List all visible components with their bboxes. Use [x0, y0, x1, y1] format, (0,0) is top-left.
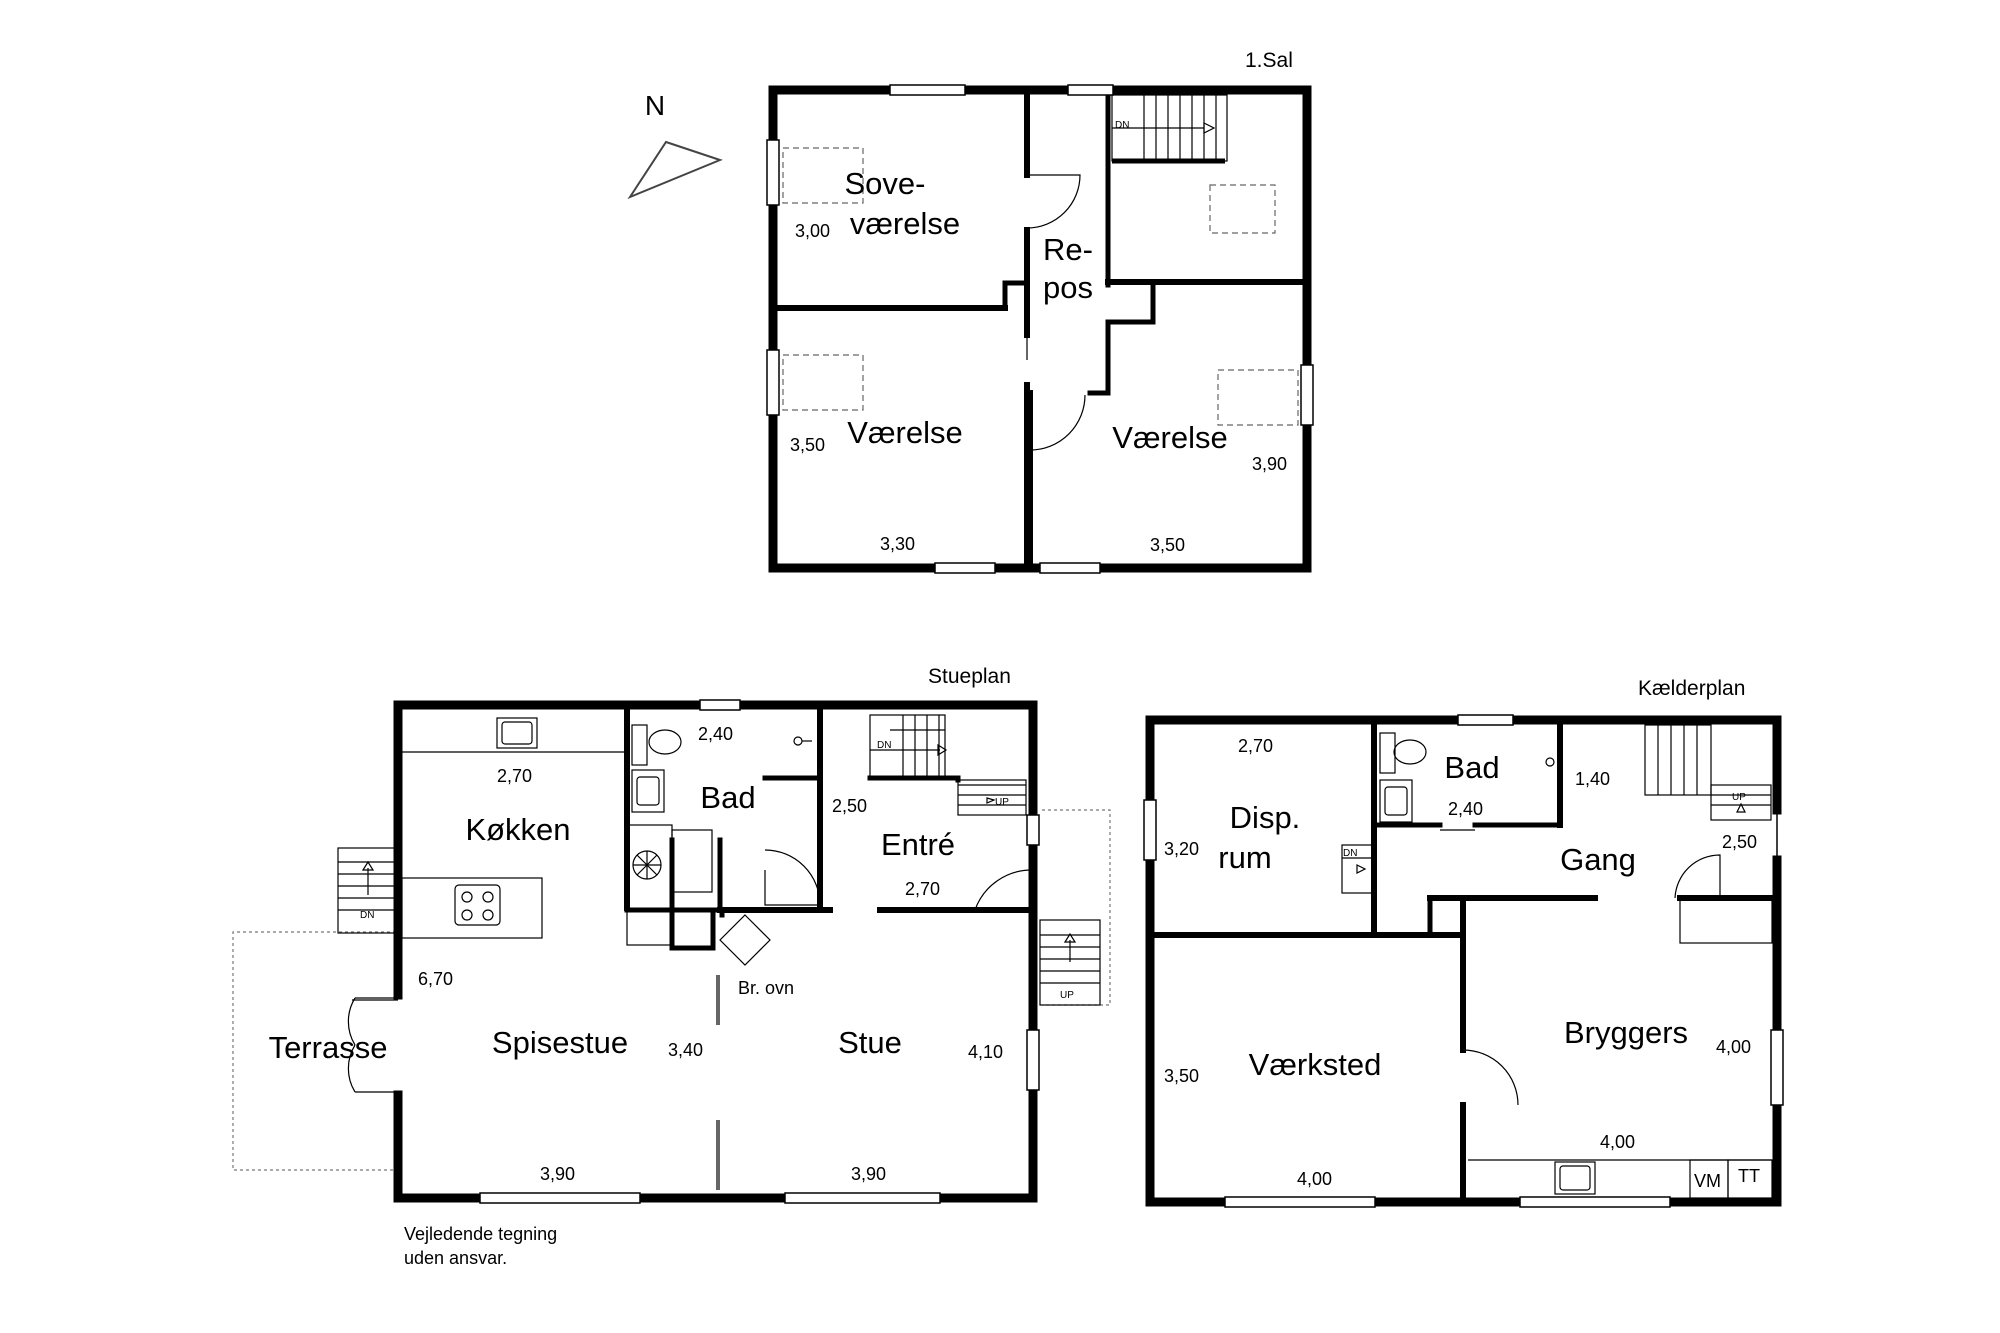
disp-label-line1: Disp. — [1230, 800, 1301, 835]
ground-floor-plan: Stueplan DN — [232, 665, 1111, 1268]
workshop-depth: 3,50 — [1164, 1066, 1199, 1086]
ground-bath-width: 2,40 — [698, 724, 733, 744]
basement-stair-dn-label: DN — [1343, 848, 1357, 859]
room-right-depth: 3,90 — [1252, 454, 1287, 474]
first-floor-title: 1.Sal — [1245, 49, 1293, 72]
basement-windows — [1143, 714, 1784, 1208]
outside-stair-label: UP — [1060, 990, 1074, 1001]
workshop-width: 4,00 — [1297, 1169, 1332, 1189]
basement-doors — [1462, 854, 1721, 1106]
utility-fixtures — [1468, 897, 1773, 1199]
stove-icon — [716, 914, 771, 1190]
disp-label-line2: rum — [1218, 840, 1271, 875]
first-floor-stair-label: DN — [1115, 120, 1129, 131]
first-floor-stair: DN — [1111, 94, 1228, 164]
ground-floor-doors — [347, 849, 1034, 1093]
disclaimer-line1: Vejledende tegning — [404, 1224, 557, 1244]
entry-label: Entré — [881, 827, 955, 862]
terrace-stair-label: DN — [360, 910, 374, 921]
living-label: Stue — [838, 1025, 902, 1060]
basement-title: Kælderplan — [1638, 677, 1745, 700]
first-floor-doors — [1026, 174, 1086, 451]
entry-stair-up-label: UP — [995, 797, 1009, 808]
ground-floor-windows — [479, 699, 1040, 1204]
terrace-stair: DN — [337, 847, 397, 934]
entry-stair: DN UP — [869, 714, 1027, 816]
room-right-width: 3,50 — [1150, 535, 1185, 555]
bedroom-label-line2: værelse — [850, 206, 960, 241]
workshop-label: Værksted — [1249, 1047, 1382, 1082]
entry-width: 2,70 — [905, 879, 940, 899]
bedroom-depth: 3,00 — [795, 221, 830, 241]
room-left-depth: 3,50 — [790, 435, 825, 455]
first-floor-plan: 1.Sal — [766, 49, 1314, 574]
living-width: 3,90 — [851, 1164, 886, 1184]
ground-floor-walls — [393, 700, 1038, 1203]
basement-plan: Kælderplan — [1143, 677, 1784, 1208]
dining-width: 3,90 — [540, 1164, 575, 1184]
first-floor-walls — [768, 85, 1312, 573]
disp-width: 2,70 — [1238, 736, 1273, 756]
landing-label-line2: pos — [1043, 270, 1093, 305]
hall-label: Gang — [1560, 842, 1636, 877]
ground-floor-title: Stueplan — [928, 665, 1011, 688]
compass: N — [627, 90, 723, 200]
basement-walls — [1145, 715, 1782, 1207]
disclaimer-line2: uden ansvar. — [404, 1248, 507, 1268]
room-left-label: Værelse — [847, 415, 962, 450]
kitchen-width: 2,70 — [497, 766, 532, 786]
tt-label: TT — [1738, 1166, 1760, 1186]
north-label: N — [645, 90, 665, 121]
disp-depth: 3,20 — [1164, 839, 1199, 859]
utility-width: 4,00 — [1600, 1132, 1635, 1152]
entry-stair-dn-label: DN — [877, 740, 891, 751]
outside-stair: UP — [1039, 919, 1101, 1006]
basement-stair-up-label: UP — [1732, 792, 1746, 803]
basement-bath-fixtures — [1379, 732, 1555, 831]
vm-label: VM — [1694, 1171, 1721, 1191]
first-floor-beds — [782, 147, 1299, 426]
stove-label: Br. ovn — [738, 978, 794, 998]
dining-label: Spisestue — [492, 1025, 628, 1060]
house-depth: 6,70 — [418, 969, 453, 989]
basement-bath-label: Bad — [1444, 750, 1499, 785]
basement-bath-depth: 1,40 — [1575, 769, 1610, 789]
bedroom-label-line1: Sove- — [845, 166, 926, 201]
middle-dim: 3,40 — [668, 1040, 703, 1060]
entry-depth: 2,50 — [832, 796, 867, 816]
room-right-label: Værelse — [1112, 420, 1227, 455]
terrace-label: Terrasse — [269, 1030, 388, 1065]
living-depth: 4,10 — [968, 1042, 1003, 1062]
ground-bath-label: Bad — [700, 780, 755, 815]
north-arrow-icon — [627, 140, 723, 200]
kitchen-label: Køkken — [465, 812, 570, 847]
room-left-width: 3,30 — [880, 534, 915, 554]
landing-label-line1: Re- — [1043, 232, 1093, 267]
utility-depth: 4,00 — [1716, 1037, 1751, 1057]
utility-label: Bryggers — [1564, 1015, 1688, 1050]
basement-stair: UP DN — [1341, 724, 1772, 894]
first-floor-windows — [766, 84, 1314, 574]
ground-bath-fixtures — [631, 724, 812, 893]
hall-depth: 2,50 — [1722, 832, 1757, 852]
basement-bath-width: 2,40 — [1448, 799, 1483, 819]
